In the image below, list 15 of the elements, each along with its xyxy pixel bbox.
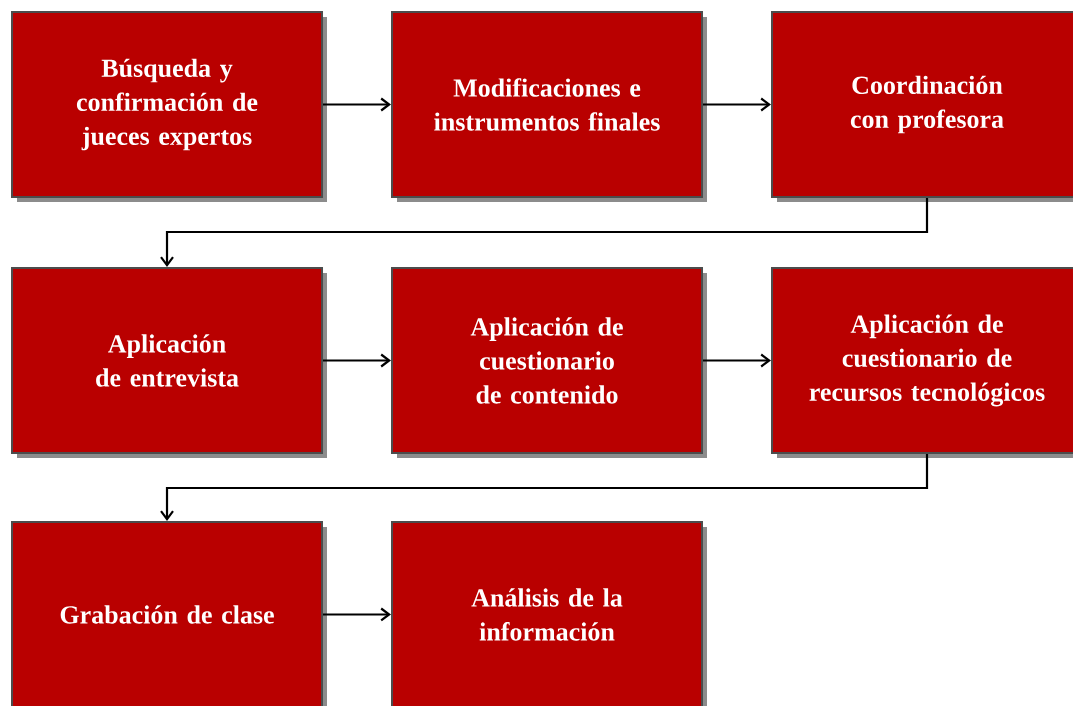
arrow bbox=[323, 353, 391, 368]
process-box: Aplicación de cuestionario de contenido bbox=[391, 267, 707, 458]
process-box: Aplicación de cuestionario de recursos tecnológicos bbox=[771, 267, 1073, 458]
arrow bbox=[703, 97, 771, 112]
process-box: Aplicación de entrevista bbox=[11, 267, 327, 458]
arrow bbox=[160, 454, 929, 521]
arrow bbox=[323, 97, 391, 112]
arrow bbox=[160, 198, 929, 267]
process-box: Modificaciones e instrumentos finales bbox=[391, 11, 707, 202]
process-box: Grabación de clase bbox=[11, 521, 327, 706]
arrow bbox=[703, 353, 771, 368]
process-box: Análisis de la información bbox=[391, 521, 707, 706]
process-box: Coordinación con profesora bbox=[771, 11, 1073, 202]
arrow bbox=[323, 607, 391, 622]
process-box: Búsqueda y confirmación de jueces expertos bbox=[11, 11, 327, 202]
